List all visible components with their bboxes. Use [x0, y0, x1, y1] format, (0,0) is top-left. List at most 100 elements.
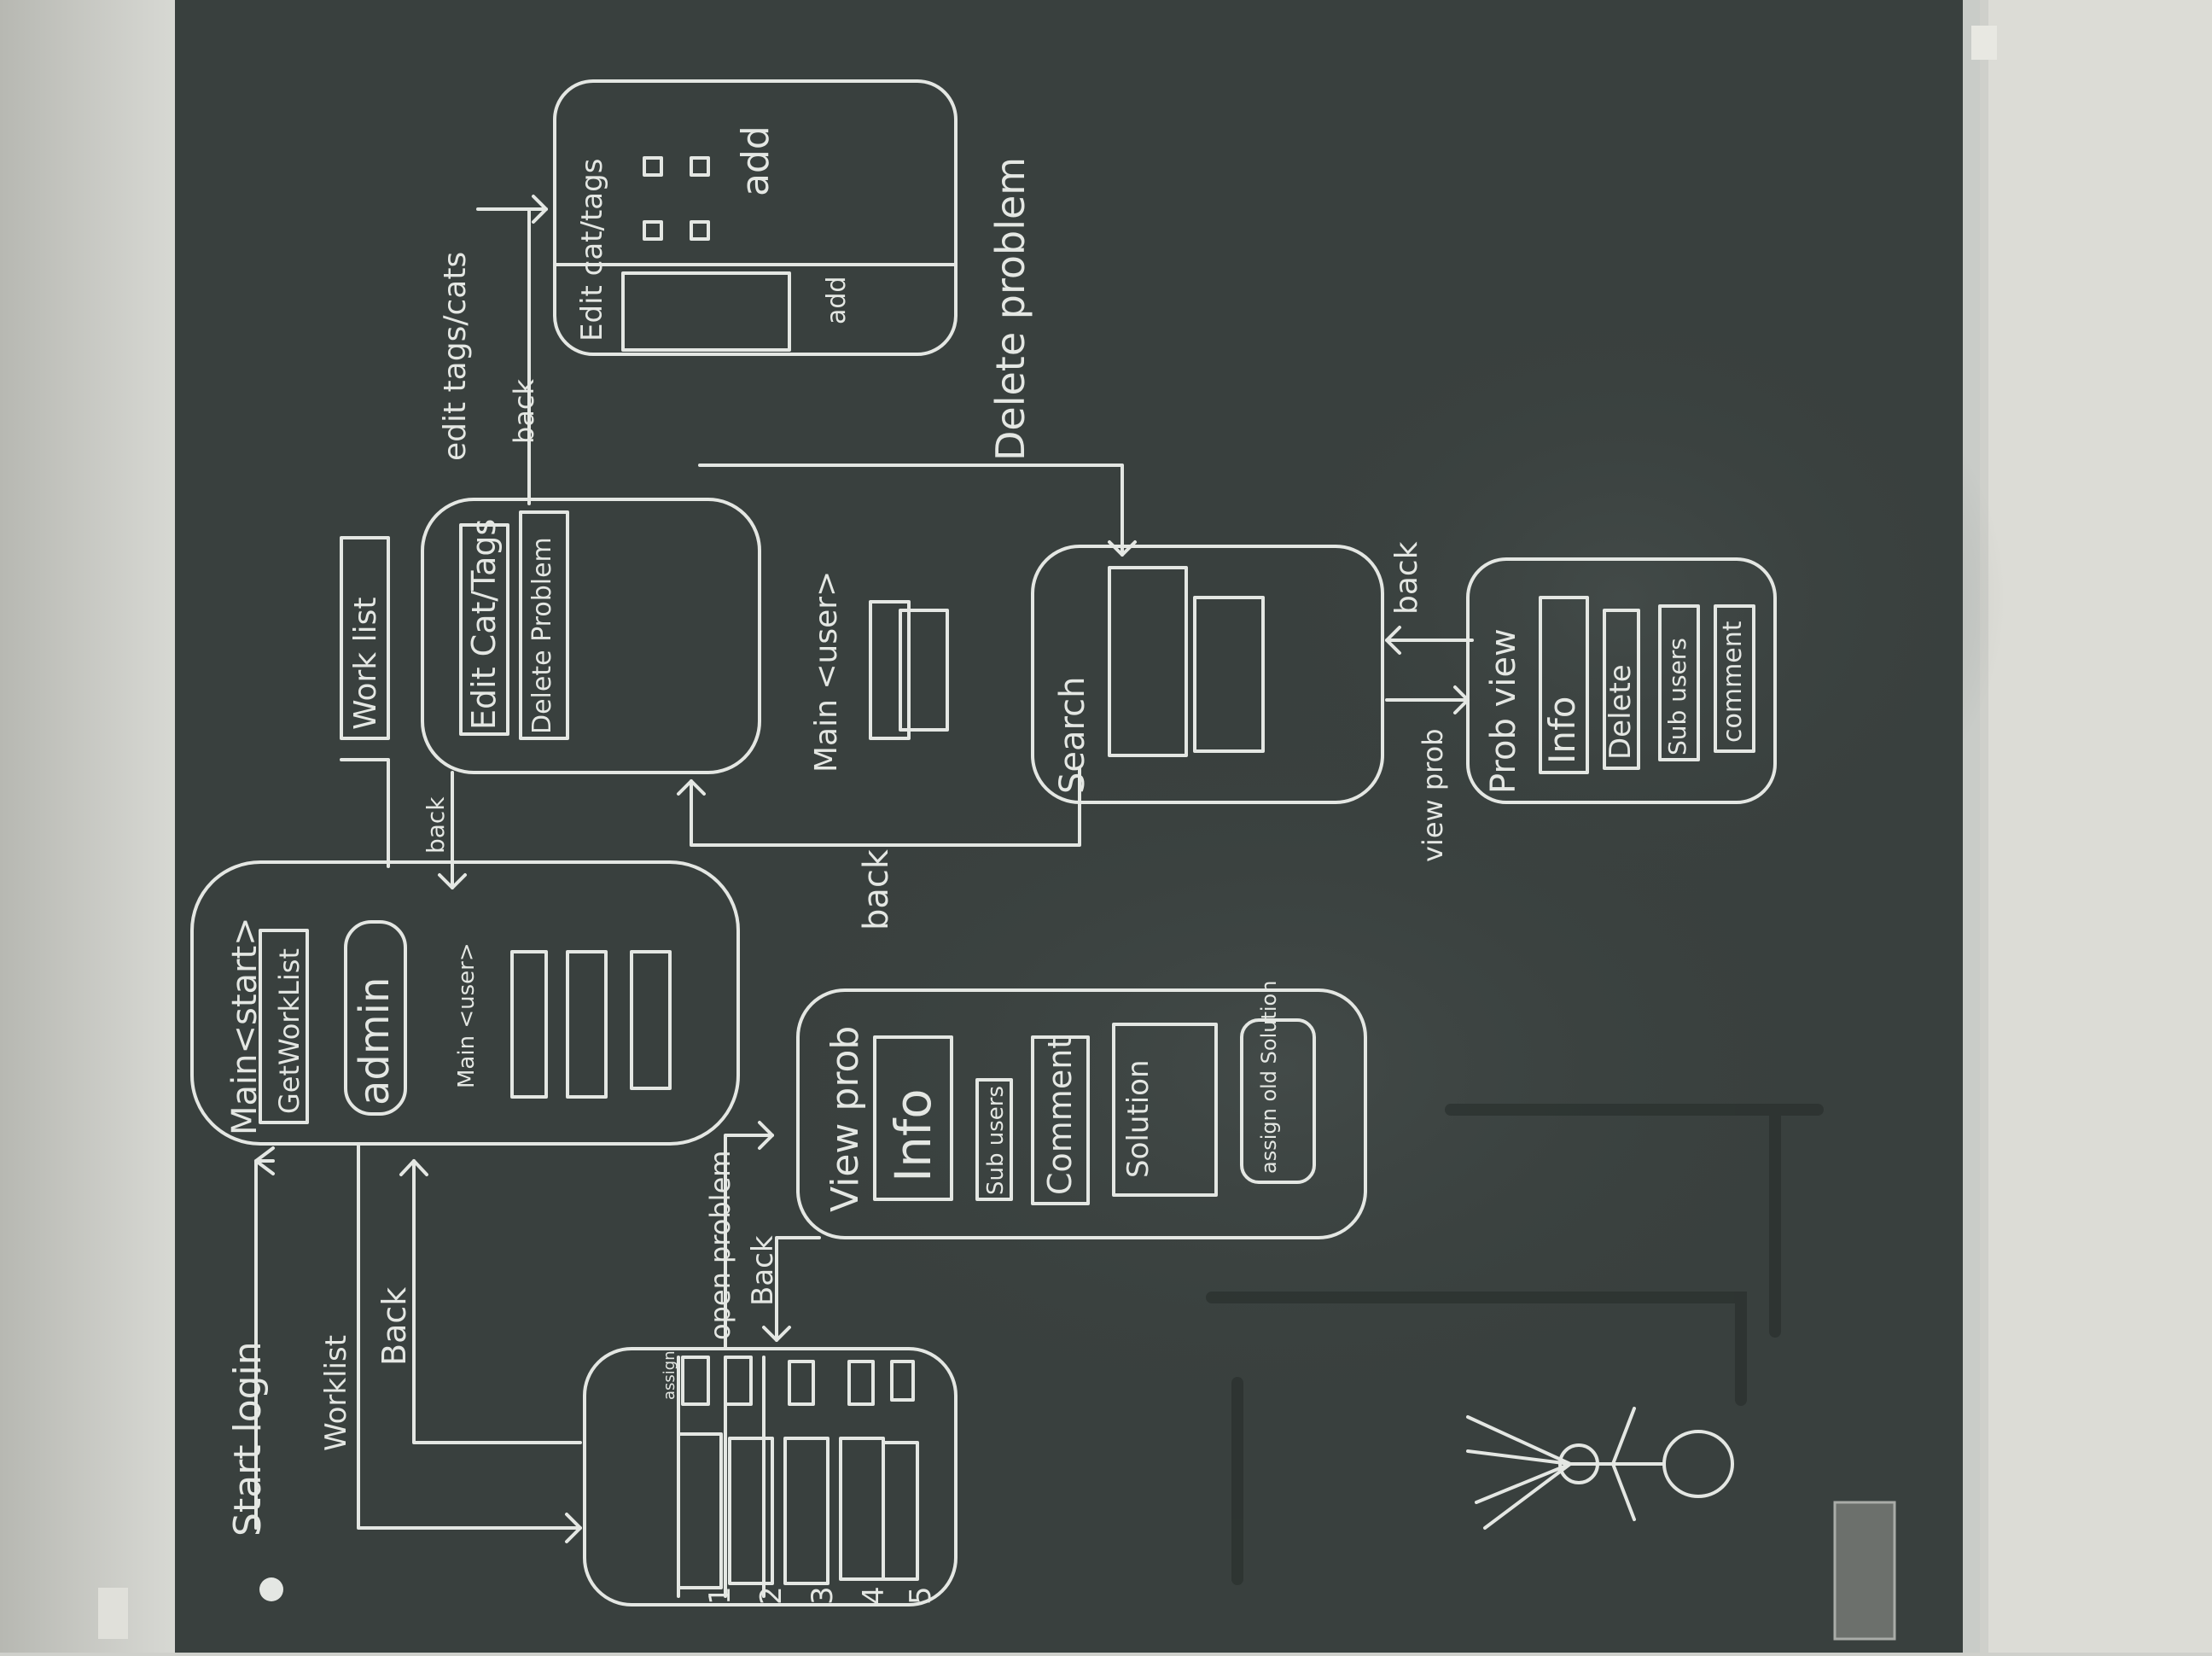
main-start-bar-3 [630, 950, 672, 1090]
worklist-check-2 [724, 1356, 753, 1406]
comment-btn-big [1031, 1035, 1090, 1205]
search-results-panel [1193, 596, 1265, 753]
label-edit-cat-tags-title: Edit cat/tags [575, 159, 609, 341]
worklist-row-1 [677, 1432, 723, 1589]
worklist-box [583, 1347, 958, 1606]
search-back-arrowhead [677, 779, 706, 796]
checkbox-4 [690, 220, 710, 241]
edit-tags-arrowhead [532, 195, 548, 224]
checkbox-2 [690, 156, 710, 177]
worklist-row-2 [728, 1437, 774, 1585]
board-frame-right [1963, 0, 1980, 1653]
admin-btn [344, 920, 407, 1116]
search-filter-panel [1108, 566, 1188, 757]
start-dot [259, 1577, 283, 1601]
label-assign-old-solution: assign old Solution [1257, 981, 1281, 1174]
prob-info-btn [1539, 596, 1589, 774]
prob-sub-users-btn [1658, 604, 1700, 761]
main-user-bar-2 [899, 609, 949, 732]
stick-figure-hand [1558, 1443, 1599, 1484]
label-delete-problem-btn: Delete Problem [527, 537, 557, 734]
label-worklist: Worklist [319, 1335, 353, 1451]
label-back-left: Back [375, 1287, 413, 1366]
open-problem-arrow [724, 1134, 774, 1350]
back-vertical-arrow [775, 1236, 821, 1342]
label-solution: Solution [1121, 1059, 1155, 1178]
worklist-row-5 [882, 1441, 919, 1581]
labels: Start login Worklist Back Main<start> Ge… [225, 125, 1748, 1605]
board-clip-left [98, 1588, 128, 1639]
view-prob-box [796, 988, 1367, 1239]
edit-cat-list [621, 271, 791, 352]
label-info-big: Info [884, 1088, 942, 1182]
list-number-4: 4 [857, 1586, 891, 1605]
admin-main-box [421, 498, 761, 774]
label-info: Info [1541, 697, 1583, 765]
search-back-arrow [690, 767, 1081, 847]
label-main-start: Main<start> [225, 917, 265, 1135]
chalk-drawings [190, 79, 1777, 1606]
back-arrowhead-left [399, 1159, 428, 1176]
label-delete: Delete [1604, 664, 1638, 760]
worklist-row-3 [783, 1437, 830, 1585]
label-sub-users-small: Sub users [983, 1086, 1009, 1195]
solution-panel [1112, 1023, 1218, 1197]
main-user-bar-1 [869, 600, 911, 740]
label-main-user: Main <user> [809, 571, 844, 773]
work-list-btn [340, 536, 390, 740]
prob-delete-btn [1603, 609, 1640, 770]
label-view-prob: View prob [824, 1026, 867, 1212]
label-add-right: add [734, 125, 777, 196]
wall-right [1988, 0, 2212, 1653]
edit-cat-tags-btn [459, 523, 509, 736]
admin-back-arrowhead [438, 873, 467, 889]
main-start-bar-2 [566, 950, 608, 1099]
label-comment: comment [1718, 621, 1748, 743]
stick-figure-arms [1611, 1407, 1636, 1521]
open-problem-arrowhead [758, 1121, 774, 1150]
label-edit-tags-cats: edit tags/cats [438, 252, 473, 461]
label-back-probview: back [1389, 541, 1424, 615]
worklist-check-1 [681, 1356, 710, 1406]
label-assign-small: assign [661, 1350, 678, 1400]
view-prob-arrowhead [1453, 685, 1470, 714]
label-sub-users: Sub users [1663, 638, 1691, 755]
list-number-3: 3 [806, 1586, 840, 1605]
label-main-user-small: Main <user> [454, 942, 480, 1088]
main-start-bar-1 [510, 950, 548, 1099]
back-arrow-left [412, 1159, 582, 1444]
label-back-search: back [857, 848, 896, 930]
label-back-vertical: Back [746, 1235, 780, 1306]
delete-problem-arrowhead [1108, 540, 1137, 557]
info-btn-big [873, 1035, 953, 1201]
label-delete-problem: Delete problem [987, 157, 1033, 461]
label-comment-big: Comment [1041, 1036, 1079, 1195]
label-edit-cat-tags: Edit Cat/Tags [465, 519, 503, 730]
eraser [1833, 1501, 1896, 1641]
label-back-edit: back [508, 378, 540, 444]
back-vertical-arrowhead [762, 1326, 791, 1342]
label-open-problem: open problem [704, 1151, 736, 1340]
label-start-login: Start login [226, 1341, 270, 1536]
eraser-smudge-2 [1237, 273, 2005, 922]
list-number-2: 2 [754, 1586, 789, 1605]
delete-problem-btn [519, 510, 569, 740]
worklist-arrowhead [565, 1513, 582, 1543]
start-arrowhead [254, 1146, 275, 1175]
label-get-work-list: GetWorkList [273, 948, 306, 1114]
checkbox-1 [643, 156, 663, 177]
main-start-box [190, 860, 740, 1146]
stick-figure-lines [1466, 1415, 1572, 1530]
list-number-5: 5 [904, 1586, 938, 1605]
board-clip-top [1971, 26, 1997, 60]
worklist-check-5 [890, 1360, 915, 1402]
search-box [1031, 545, 1384, 804]
erased-line-1 [1206, 1292, 1747, 1406]
label-prob-view: Prob view [1484, 628, 1523, 794]
prob-view-box [1466, 557, 1777, 804]
checkbox-3 [643, 220, 663, 241]
label-back-admin: back [422, 796, 450, 854]
list-number-1: 1 [703, 1586, 737, 1605]
